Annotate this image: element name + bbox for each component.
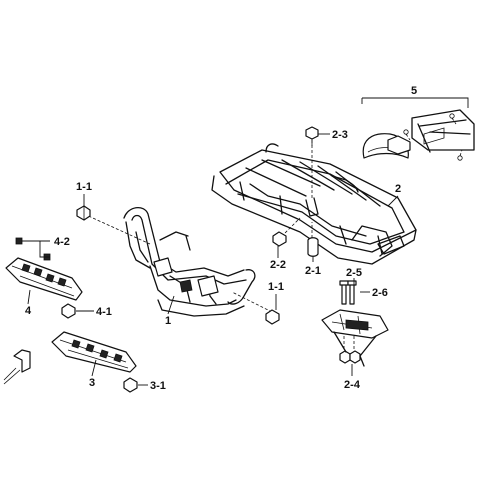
callout-2-2: 2-2 <box>270 259 286 271</box>
callout-3: 3 <box>89 377 95 389</box>
leader-4-2 <box>22 240 50 258</box>
leader-2 <box>387 195 399 207</box>
bolt-1-1-left <box>76 205 91 221</box>
callout-4-2: 4-2 <box>54 236 70 248</box>
callout-3-1: 3-1 <box>150 380 166 392</box>
callout-2-6: 2-6 <box>372 287 388 299</box>
bracket-2-6 <box>321 309 389 367</box>
callout-2-3: 2-3 <box>332 129 348 141</box>
callout-4-1: 4-1 <box>96 306 112 318</box>
front-bumper-frame <box>123 207 256 317</box>
callout-4: 4 <box>25 305 32 317</box>
callout-1-1-left: 1-1 <box>76 181 92 193</box>
backrest-assembly <box>361 97 475 161</box>
bolt-2-3 <box>305 126 319 146</box>
alignment-line-1-1-left <box>83 213 151 245</box>
mount-bracket <box>3 349 31 385</box>
callout-5: 5 <box>411 85 417 97</box>
bolts-2-5 <box>339 280 357 305</box>
leader-3 <box>91 359 97 377</box>
callout-2-4: 2-4 <box>344 379 361 391</box>
bolt-1-1-right <box>265 309 280 325</box>
footrest-plate-3 <box>51 331 137 373</box>
callout-2-1: 2-1 <box>305 265 321 277</box>
callout-2: 2 <box>395 183 401 195</box>
spacer-2-1 <box>307 237 319 257</box>
nuts-2-4 <box>339 350 361 364</box>
callout-1-1-right: 1-1 <box>268 281 284 293</box>
bolt-4-1 <box>61 303 76 319</box>
callout-2-5: 2-5 <box>346 267 362 279</box>
callout-1: 1 <box>165 315 171 327</box>
leader-1 <box>167 295 175 315</box>
leader-4 <box>27 289 31 305</box>
rear-rack <box>211 143 417 265</box>
bolt-2-2 <box>272 231 287 247</box>
bolt-3-1 <box>123 377 138 393</box>
footrest-guard-4 <box>5 257 83 301</box>
alignment-line-1-1-right <box>231 291 273 313</box>
